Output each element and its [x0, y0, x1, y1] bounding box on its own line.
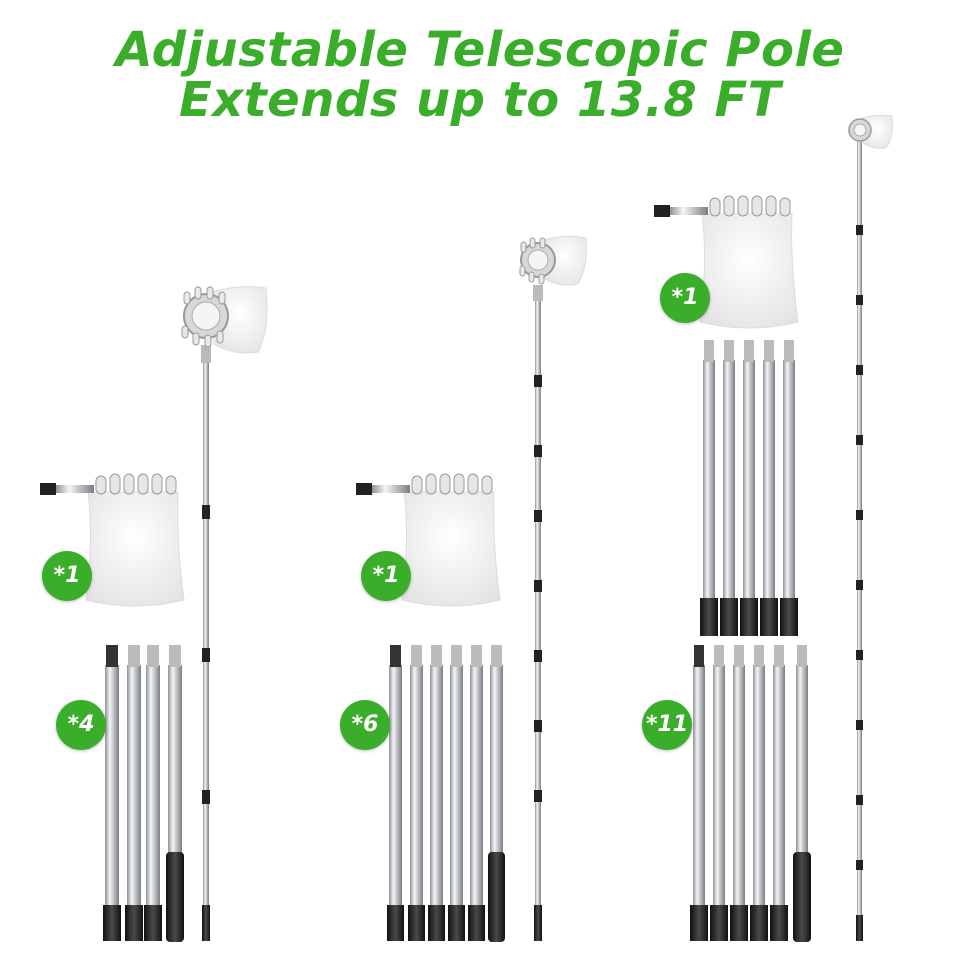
kit-1-pole-count-badge: *4	[56, 700, 106, 750]
kit-3-loose-pole-sections-lower	[690, 645, 811, 942]
kit-2-basket-count-badge: *1	[361, 551, 411, 601]
kit-1-basket-count-badge: *1	[42, 551, 92, 601]
kit-1-assembled-pole	[201, 345, 211, 941]
kit-3-assembled-basket	[848, 114, 893, 149]
kit-3-loose-pole-sections-upper	[700, 340, 798, 636]
kit-2-assembled-pole	[533, 285, 543, 941]
kit-1-spare-basket	[40, 473, 185, 607]
kit-3-pole-count-badge: *11	[642, 700, 692, 750]
kit-1-loose-pole-sections	[103, 645, 184, 942]
kit-2-assembled-basket	[519, 235, 587, 286]
kit-2-spare-basket	[356, 473, 501, 607]
kit-3-assembled-pole	[856, 140, 863, 941]
kit-2-loose-pole-sections	[387, 645, 505, 942]
kit-1-assembled-basket	[181, 286, 268, 354]
headline-line-2: Extends up to 13.8 FT	[178, 72, 782, 128]
kit-3-spare-basket	[654, 195, 799, 329]
headline-line-1: Adjustable Telescopic Pole	[115, 22, 845, 78]
kit-2-pole-count-badge: *6	[340, 700, 390, 750]
kit-3-basket-count-badge: *1	[660, 273, 710, 323]
